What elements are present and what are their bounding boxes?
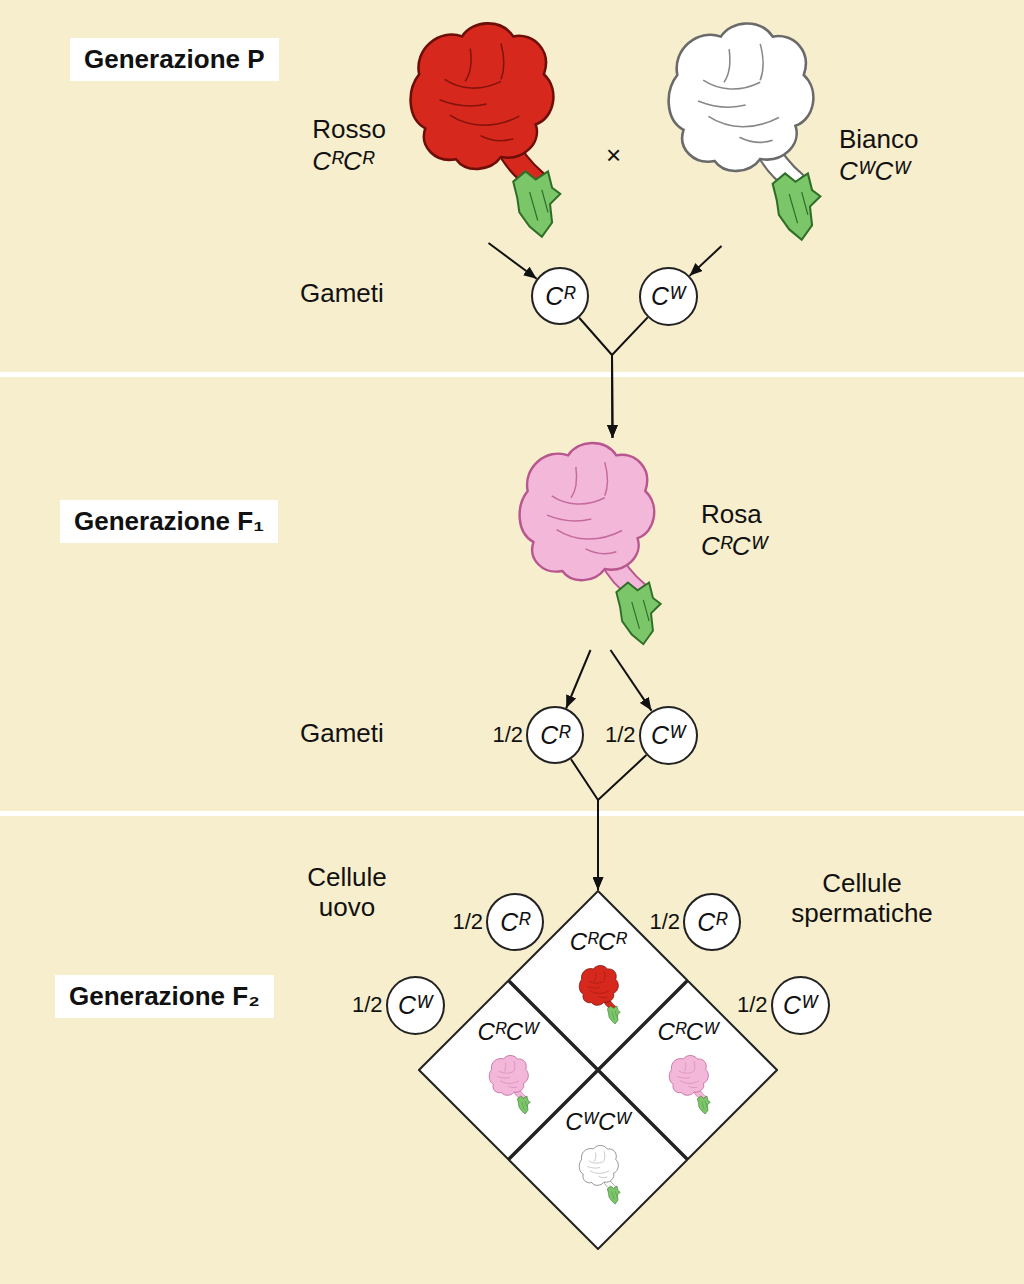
- fraction-label: 1/2: [492, 722, 523, 748]
- generation-band: Generazione P RossoCᴿCᴿ BiancoCᵂCᵂCᴿ Cᵂ: [0, 0, 1024, 372]
- arrow-connector: [489, 243, 537, 279]
- flower-node: RossoCᴿCᴿ: [398, 18, 563, 243]
- gamete-circle: Cᵂ1/2: [639, 706, 698, 765]
- gamete-circle: Cᵂ1/2: [771, 976, 830, 1035]
- flower-picture: [398, 18, 563, 243]
- flower-picture: [508, 438, 663, 650]
- flower-caption: RossoCᴿCᴿ: [312, 113, 386, 177]
- gamete-circle: Cᴿ1/2: [526, 706, 584, 764]
- fraction-label: 1/2: [452, 909, 483, 935]
- phenotype-label: Rosso: [312, 113, 386, 145]
- text-label: Cellule uovo: [292, 862, 402, 922]
- allele-label: Cᵂ: [783, 991, 817, 1020]
- flower-node: BiancoCᵂCᵂ: [652, 18, 827, 246]
- phenotype-label: Bianco: [839, 123, 919, 155]
- gamete-circle: Cᴿ: [531, 267, 589, 325]
- cross-sign: ×: [606, 140, 621, 170]
- arrow-connector: [598, 755, 646, 890]
- fraction-label: 1/2: [352, 992, 383, 1018]
- gamete-circle: Cᴿ1/2: [486, 893, 544, 951]
- arrow-connector: [579, 318, 612, 438]
- cell-outline: [508, 1070, 688, 1250]
- fraction-label: 1/2: [649, 909, 680, 935]
- allele-label: Cᴿ: [545, 282, 574, 311]
- genotype-label: CᴿCᴿ: [312, 145, 386, 177]
- punnett-cell: CᵂCᵂ: [508, 1070, 688, 1250]
- genotype-label: CᴿCᵂ: [598, 1018, 778, 1046]
- allele-label: Cᴿ: [697, 908, 726, 937]
- band-separator: [0, 811, 1024, 816]
- arrow-connector: [571, 759, 598, 890]
- flower-caption: RosaCᴿCᵂ: [701, 498, 767, 562]
- band-heading: Generazione F₁: [60, 500, 278, 543]
- arrow-connector: [566, 650, 590, 708]
- genotype-label: CᵂCᵂ: [508, 1108, 688, 1136]
- arrow-connector: [690, 246, 722, 276]
- band-heading: Generazione P: [70, 38, 279, 81]
- flower-node: RosaCᴿCᵂ: [508, 438, 663, 650]
- arrow-connector: [612, 317, 648, 438]
- band-separator: [0, 372, 1024, 377]
- allele-label: Cᴿ: [500, 908, 529, 937]
- text-label: Gameti: [300, 718, 384, 748]
- fraction-label: 1/2: [605, 722, 636, 748]
- allele-label: Cᵂ: [651, 721, 685, 750]
- genotype-label: CᴿCᴿ: [508, 928, 688, 956]
- text-label: Cellule spermatiche: [772, 868, 952, 928]
- genotype-label: CᵂCᵂ: [839, 155, 919, 187]
- phenotype-label: Rosa: [701, 498, 767, 530]
- gamete-circle: Cᴿ1/2: [683, 893, 741, 951]
- genotype-label: CᴿCᵂ: [701, 530, 767, 562]
- allele-label: Cᵂ: [398, 991, 432, 1020]
- band-heading: Generazione F₂: [55, 975, 274, 1018]
- text-label: Gameti: [300, 278, 384, 308]
- gamete-circle: Cᵂ: [639, 267, 698, 326]
- flower-caption: BiancoCᵂCᵂ: [839, 123, 919, 187]
- arrow-connector: [611, 650, 652, 711]
- genotype-label: CᴿCᵂ: [418, 1018, 598, 1046]
- gamete-circle: Cᵂ1/2: [386, 976, 445, 1035]
- fraction-label: 1/2: [737, 992, 768, 1018]
- generation-band: Generazione F₁RosaCᴿCᵂCᴿ1/2Cᵂ1/2: [0, 377, 1024, 811]
- allele-label: Cᴿ: [540, 721, 569, 750]
- flower-picture: [652, 18, 827, 246]
- allele-label: Cᵂ: [651, 282, 685, 311]
